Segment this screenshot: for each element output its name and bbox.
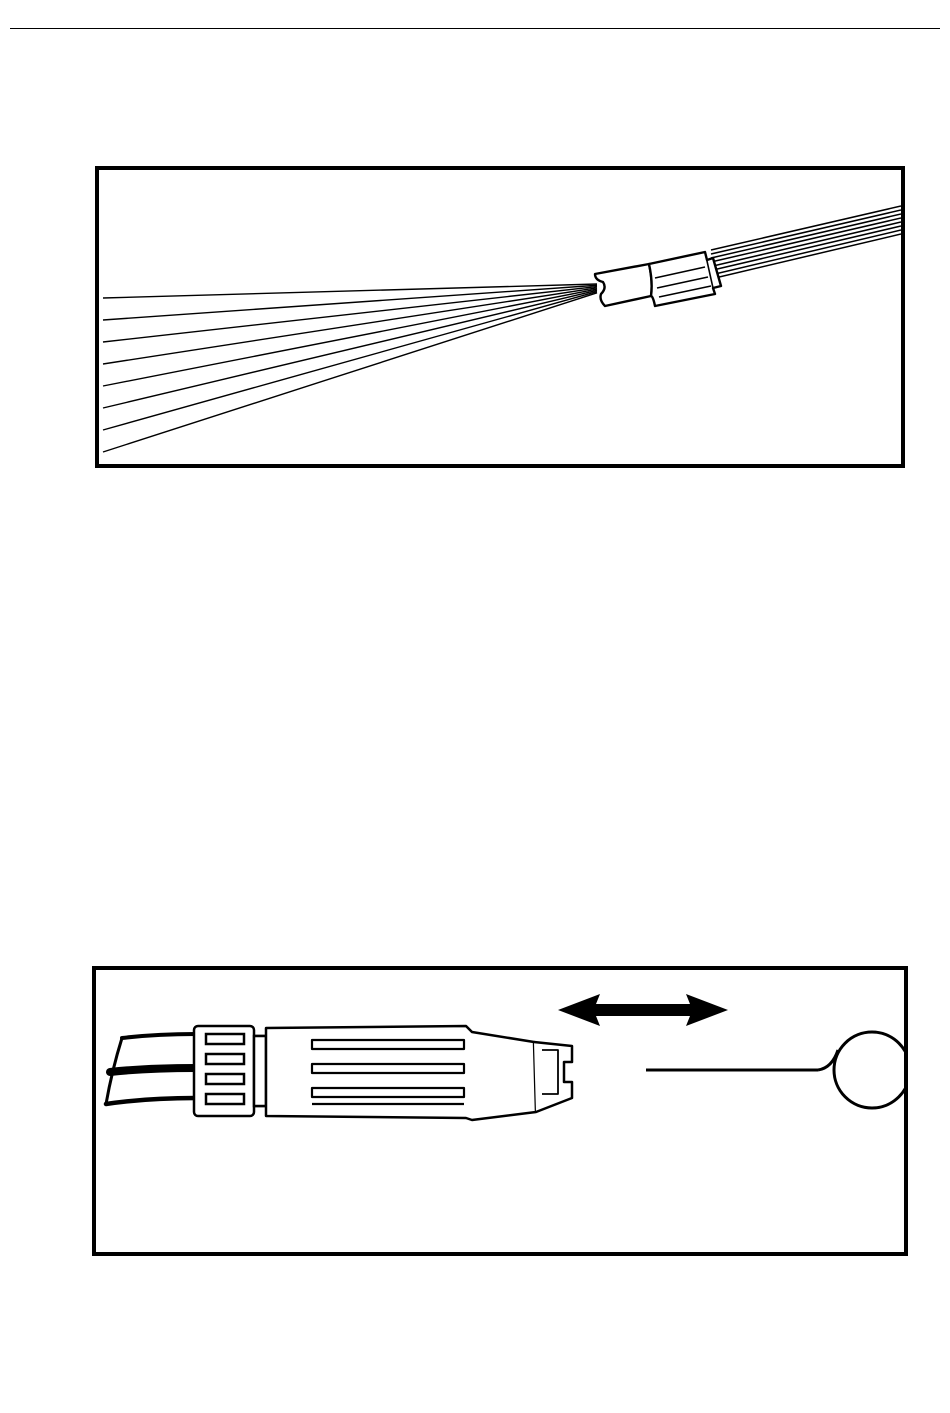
fanout-connector (595, 252, 721, 306)
strain-relief (194, 1026, 266, 1116)
connector-body (266, 1026, 572, 1120)
fiber-bundle (711, 206, 901, 278)
bare-fiber (103, 288, 597, 364)
double-headed-arrow (558, 994, 728, 1026)
ring-tool (646, 1032, 904, 1108)
bare-fiber (103, 292, 597, 430)
top-rule (10, 28, 940, 29)
cable-bundle (106, 1034, 196, 1104)
figure-1-panel (95, 166, 905, 468)
bare-fiber (103, 293, 597, 452)
bare-fiber (103, 289, 597, 386)
figure-2-drawing (96, 970, 904, 1252)
bare-fiber (103, 290, 597, 408)
fiber-fanout (103, 284, 597, 452)
figure-2-panel (92, 966, 908, 1256)
figure-1-drawing (99, 170, 901, 464)
